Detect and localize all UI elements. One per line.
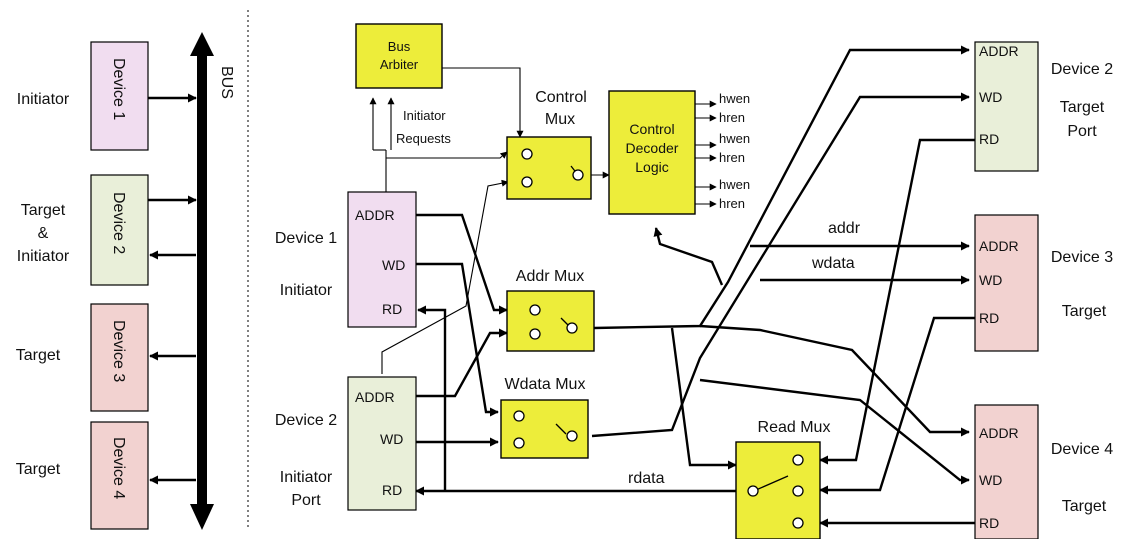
target-dev4-port-addr: ADDR (979, 425, 1019, 441)
target-dev4-box (974, 404, 1039, 540)
target-dev2-port-addr: ADDR (979, 43, 1019, 59)
target-dev2-port-wd: WD (979, 89, 1002, 105)
role-initiator-1: Initiator (17, 91, 70, 108)
bus-arbiter-block (355, 23, 443, 89)
left-device-4-box (90, 421, 149, 530)
target-dev2-box (974, 41, 1039, 172)
wdata-mux-label: Wdata Mux (505, 376, 586, 393)
read-mux-label: Read Mux (758, 419, 831, 436)
decoder-out-6: hren (719, 196, 745, 211)
role-target-3: Target (16, 347, 61, 364)
left-device-1-label: Device 1 (110, 58, 127, 120)
init-dev2-port-rd: RD (382, 482, 402, 498)
control-decoder-label-3: Logic (635, 159, 668, 175)
init-dev1-name: Device 1 (275, 230, 337, 247)
control-decoder-label-2: Decoder (626, 140, 679, 156)
init-dev2-name: Device 2 (275, 412, 337, 429)
target-dev4-role: Target (1062, 498, 1107, 515)
target-dev2-role1: Target (1060, 99, 1105, 116)
bus-label: BUS (218, 66, 235, 99)
target-dev4-port-rd: RD (979, 515, 999, 531)
target-dev3-name: Device 3 (1051, 249, 1113, 266)
initiator-requests-label-1: Initiator (403, 108, 446, 123)
init-dev1-port-addr: ADDR (355, 207, 395, 223)
left-panel: BUS Device 1 Device 2 Device 3 Device 4 … (16, 32, 235, 530)
control-mux-block (506, 136, 592, 200)
init-dev2-port-wd: WD (380, 431, 403, 447)
target-dev4-name: Device 4 (1051, 441, 1113, 458)
init-dev1-port-rd: RD (382, 301, 402, 317)
role-initiator-2: Initiator (17, 248, 70, 265)
control-decoder-block (608, 90, 696, 215)
init-dev1-role: Initiator (280, 282, 333, 299)
signal-addr-label: addr (828, 220, 861, 237)
init-dev1-box (347, 191, 417, 328)
bus: BUS (190, 32, 235, 530)
decoder-out-1: hwen (719, 91, 750, 106)
decoder-out-3: hwen (719, 131, 750, 146)
initiator-requests-label-2: Requests (396, 131, 451, 146)
target-dev2-port-rd: RD (979, 131, 999, 147)
left-device-2-box (90, 174, 149, 286)
control-mux-label-1: Control (535, 89, 587, 106)
wdata-mux-block (500, 399, 589, 459)
target-dev3-port-addr: ADDR (979, 238, 1019, 254)
init-dev2-role2: Port (291, 492, 321, 509)
right-panel: Bus Arbiter Initiator Requests Control M… (275, 23, 1113, 540)
control-mux-label-2: Mux (545, 111, 575, 128)
decoder-out-2: hren (719, 110, 745, 125)
bus-arbiter-label-2: Arbiter (380, 57, 419, 72)
role-target-2: Target (21, 202, 66, 219)
left-device-2-label: Device 2 (110, 192, 127, 254)
target-dev2-role2: Port (1067, 123, 1097, 140)
left-device-4-label: Device 4 (110, 437, 127, 499)
wires (369, 45, 975, 528)
left-device-1-box (90, 41, 149, 151)
role-ampersand-2: & (38, 225, 49, 242)
left-device-3-box (90, 303, 149, 412)
addr-mux-block (506, 290, 595, 352)
decoder-out-5: hwen (719, 177, 750, 192)
target-dev4-port-wd: WD (979, 472, 1002, 488)
bus-arbiter-label-1: Bus (388, 39, 411, 54)
control-decoder-label-1: Control (629, 121, 674, 137)
init-dev2-box (347, 376, 417, 511)
decoder-out-4: hren (719, 150, 745, 165)
init-dev1-port-wd: WD (382, 257, 405, 273)
target-dev3-port-wd: WD (979, 272, 1002, 288)
signal-wdata-label: wdata (811, 255, 855, 272)
target-dev3-box (974, 214, 1039, 352)
target-dev3-port-rd: RD (979, 310, 999, 326)
target-dev2-name: Device 2 (1051, 61, 1113, 78)
left-device-3-label: Device 3 (110, 320, 127, 382)
target-dev3-role: Target (1062, 303, 1107, 320)
init-dev2-port-addr: ADDR (355, 389, 395, 405)
init-dev2-role1: Initiator (280, 469, 333, 486)
signal-rdata-label: rdata (628, 470, 665, 487)
role-target-4: Target (16, 461, 61, 478)
addr-mux-label: Addr Mux (516, 268, 584, 285)
